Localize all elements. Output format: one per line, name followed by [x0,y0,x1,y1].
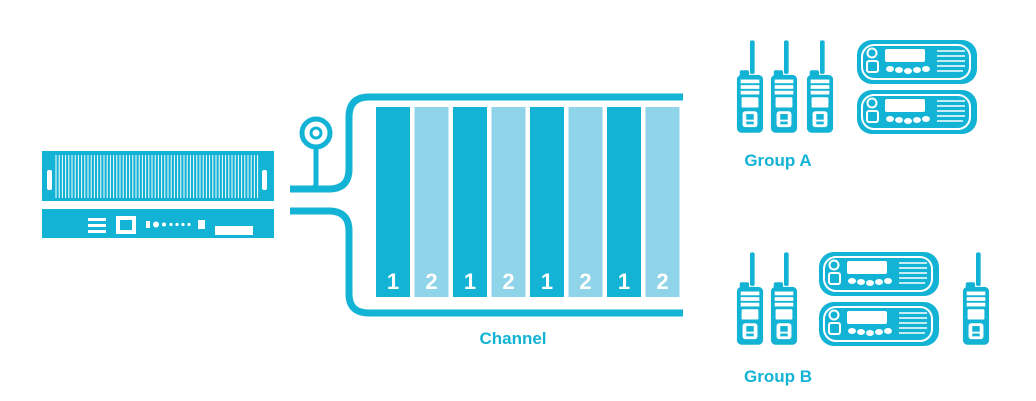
time-slot-number: 1 [541,269,553,294]
time-slots: 1 2 1 2 1 2 1 2 [376,107,680,297]
handheld-radio-icon [962,252,990,345]
mobile-radio-icon [818,302,940,346]
antenna-icon [299,116,333,150]
group-a-label: Group A [744,151,811,170]
handheld-radio-icon [806,40,834,133]
channel-label: Channel [479,329,546,348]
repeater-base-station-icon [42,151,274,238]
time-slot-number: 2 [502,269,514,294]
time-slot-2 [491,107,526,297]
time-slot-number: 1 [618,269,630,294]
time-slot-1 [376,107,410,297]
handheld-radio-icon [736,252,764,345]
channel-pipe [290,93,683,317]
mobile-radio-icon [818,252,940,296]
mobile-radio-icon [856,40,978,84]
time-slot-2 [414,107,449,297]
time-slot-number: 1 [464,269,476,294]
handheld-radio-icon [736,40,764,133]
time-slot-1 [530,107,564,297]
time-slot-number: 2 [425,269,437,294]
handheld-radio-icon [770,40,798,133]
time-slot-number: 1 [387,269,399,294]
time-slot-1 [453,107,487,297]
mobile-radio-icon [856,90,978,134]
time-slot-2 [645,107,680,297]
handheld-radio-icon [770,252,798,345]
antenna-cable [290,147,319,192]
time-slot-1 [607,107,641,297]
group-a: Group A [736,40,978,170]
time-slot-number: 2 [656,269,668,294]
time-slot-2 [568,107,603,297]
group-b-label: Group B [744,367,812,386]
group-b: Group B [736,252,990,386]
time-slot-number: 2 [579,269,591,294]
